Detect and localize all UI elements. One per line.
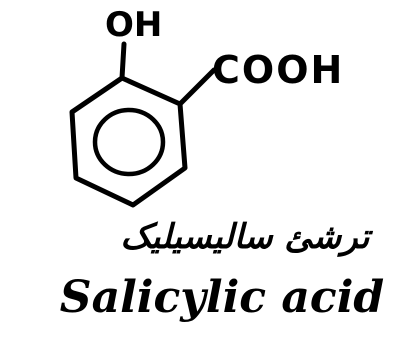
oh-bond (119, 41, 127, 81)
hydroxyl-label: OH (105, 5, 162, 45)
english-name-label: Salicylic acid (60, 272, 384, 323)
carboxyl-label: COOH (212, 48, 344, 92)
cooh-bond (177, 67, 217, 107)
aromatic-circle (92, 107, 166, 177)
benzene-ring (69, 75, 188, 208)
urdu-name-label: ترشئ سالیسیلیک (121, 217, 374, 257)
